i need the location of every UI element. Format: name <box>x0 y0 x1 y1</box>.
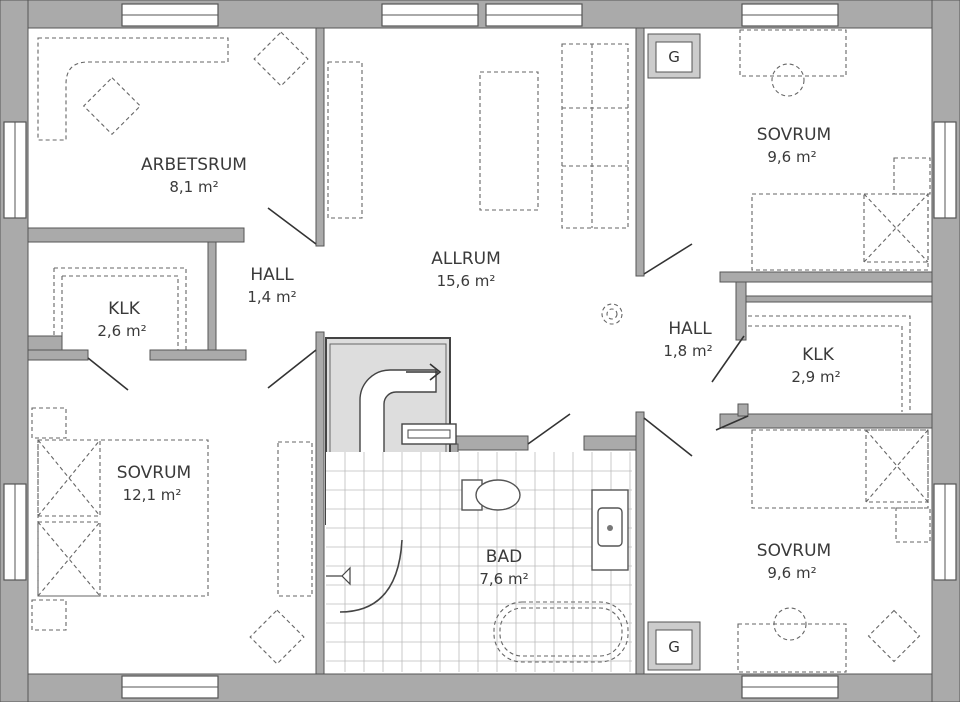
doors <box>87 207 749 457</box>
bathtub <box>493 601 629 663</box>
room-name-sovrum-bottom-right: SOVRUM <box>757 541 831 561</box>
door-bad <box>527 413 571 445</box>
room-area-arbetsrum: 8,1 m² <box>169 178 218 196</box>
room-area-sovrum-top-right: 9,6 m² <box>767 148 816 166</box>
room-area-bad: 7,6 m² <box>479 570 528 588</box>
room-area-allrum: 15,6 m² <box>437 272 496 290</box>
room-labels: ARBETSRUM 8,1 m² HALL 1,4 m² ALLRUM 15,6… <box>97 125 840 588</box>
room-name-klk-left: KLK <box>108 299 141 319</box>
g-fixture-bottom: G <box>647 621 701 671</box>
door-sovrum-top-right <box>643 243 693 275</box>
door-klk-right <box>711 335 745 383</box>
furniture <box>31 29 931 673</box>
toilet-bowl <box>475 479 521 511</box>
room-area-hall-right: 1,8 m² <box>663 342 712 360</box>
door-arbetsrum <box>267 207 317 245</box>
shower-screen <box>339 539 403 613</box>
room-name-sovrum-top-right: SOVRUM <box>757 125 831 145</box>
bathroom-floor <box>326 452 632 672</box>
shower-head <box>326 566 351 586</box>
room-area-sovrum-left: 12,1 m² <box>123 486 182 504</box>
door-sovrum-left <box>87 357 129 391</box>
g-label-top: G <box>668 48 680 66</box>
windows <box>3 3 957 699</box>
room-area-sovrum-bottom-right: 9,6 m² <box>767 564 816 582</box>
room-name-klk-right: KLK <box>802 345 835 365</box>
door-allrum-stair <box>267 349 317 389</box>
room-area-klk-left: 2,6 m² <box>97 322 146 340</box>
room-name-hall-right: HALL <box>668 319 712 339</box>
room-name-bad: BAD <box>486 547 522 567</box>
g-label-bottom: G <box>668 638 680 656</box>
room-area-klk-right: 2,9 m² <box>791 368 840 386</box>
door-sovrum-bottom-right <box>643 417 693 457</box>
room-name-hall-left: HALL <box>250 265 294 285</box>
door-hall-right <box>715 415 749 431</box>
g-fixture-top: G <box>647 33 701 79</box>
room-name-arbetsrum: ARBETSRUM <box>141 155 247 175</box>
room-name-allrum: ALLRUM <box>431 249 501 269</box>
room-name-sovrum-left: SOVRUM <box>117 463 191 483</box>
room-area-hall-left: 1,4 m² <box>247 288 296 306</box>
